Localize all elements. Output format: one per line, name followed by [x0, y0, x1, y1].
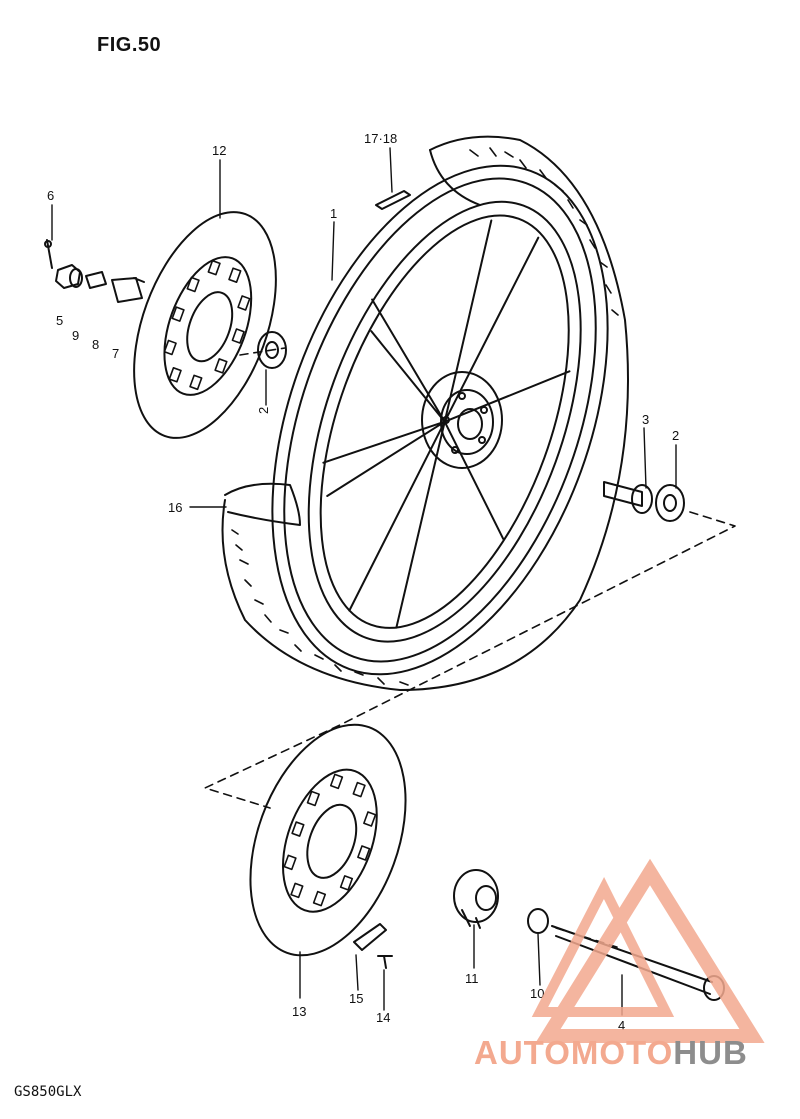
watermark-logo	[531, 858, 765, 1043]
balance-weight	[375, 190, 411, 210]
callout-7: 7	[112, 346, 119, 361]
watermark-part1: AUTOMOTO	[474, 1034, 674, 1071]
spacer-3	[603, 481, 643, 507]
axle-nut	[55, 264, 81, 289]
callout-3: 3	[642, 412, 649, 427]
callout-8: 8	[92, 337, 99, 352]
tire-outline	[221, 135, 629, 691]
gearbox-11	[453, 869, 499, 929]
watermark-part2: HUB	[673, 1034, 748, 1071]
callout-10: 10	[530, 986, 544, 1001]
callout-12: 12	[212, 143, 226, 158]
callout-4: 4	[618, 1018, 625, 1033]
callout-11: 11	[465, 971, 479, 986]
callout-9: 9	[72, 328, 79, 343]
callout-5: 5	[56, 313, 63, 328]
bearing-right	[655, 484, 685, 522]
lower-brake-disc	[249, 723, 407, 957]
figure-title: FIG.50	[97, 34, 162, 56]
wheel-hub	[421, 371, 503, 469]
upper-brake-disc	[133, 211, 277, 439]
callout-2-upper: 2	[256, 407, 271, 414]
lock-plate	[353, 923, 387, 951]
bearing-upper	[257, 331, 287, 369]
spacer-8	[85, 271, 107, 289]
tire-tread	[231, 147, 619, 686]
collar-7	[111, 277, 145, 303]
callout-15: 15	[349, 991, 363, 1006]
disc-bolt	[377, 955, 393, 969]
callout-6: 6	[47, 188, 54, 203]
model-label: GS850GLX	[14, 1084, 82, 1100]
watermark-text: AUTOMOTOHUB	[474, 1034, 748, 1072]
callout-1: 1	[330, 206, 337, 221]
washer-9	[69, 268, 83, 288]
washer-10	[527, 908, 549, 934]
wheel-rim	[271, 164, 609, 676]
callout-17-18: 17·18	[364, 131, 397, 146]
callout-13: 13	[292, 1004, 306, 1019]
cotter-pin	[46, 239, 53, 269]
callout-16: 16	[168, 500, 182, 515]
callout-14: 14	[376, 1010, 390, 1025]
callout-2-right: 2	[672, 428, 679, 443]
